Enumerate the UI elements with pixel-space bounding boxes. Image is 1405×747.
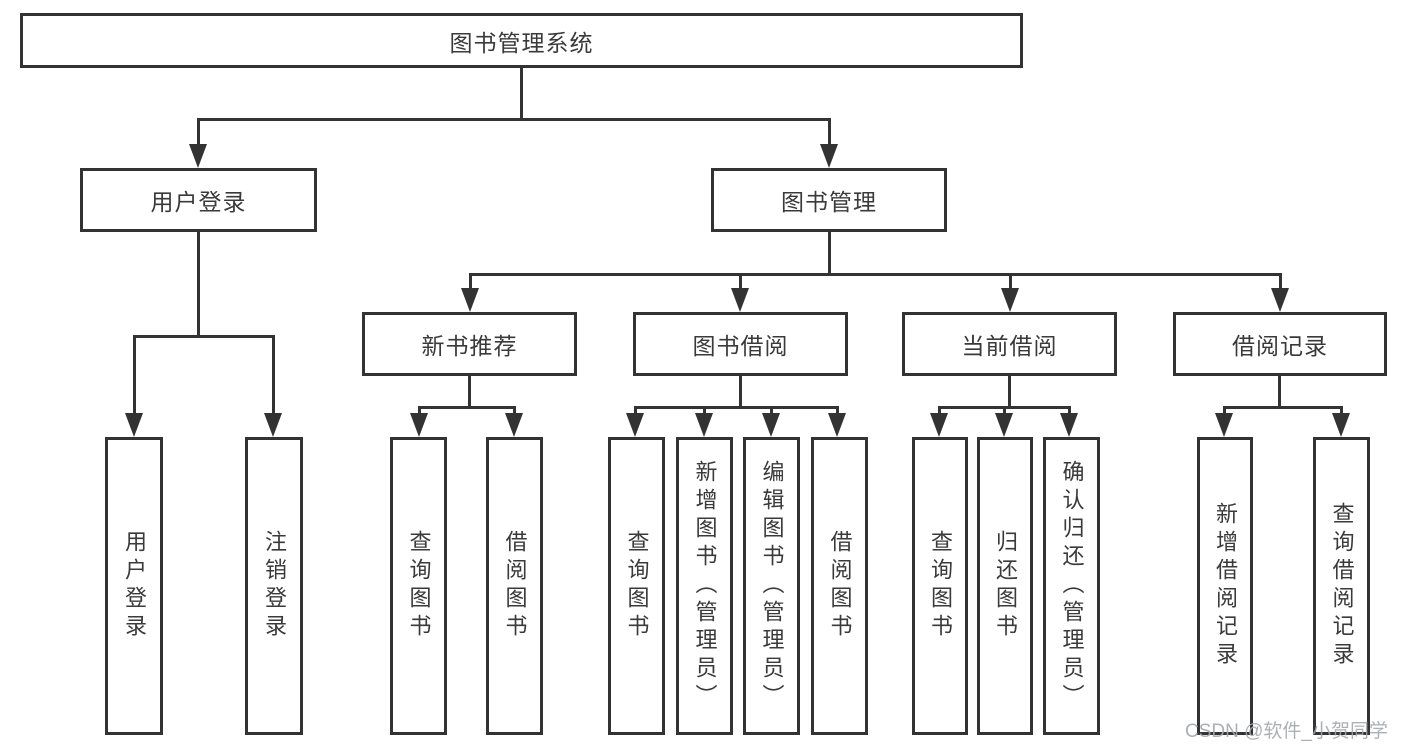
arrow-down [1215,413,1233,437]
connector-line [1223,406,1226,414]
connector-line [468,376,471,406]
leaf-label: 查询借阅记录 [1329,502,1355,670]
connector-line [1278,376,1281,406]
leaf-return-book: 归还图书 [977,437,1033,735]
connector-line [938,406,941,414]
leaf-add-book-admin: 新增图书（管理员） [676,437,733,735]
arrow-down [1271,288,1289,312]
connector-line [634,406,839,409]
arrow-down [995,413,1013,437]
connector-line [828,232,831,273]
arrow-down [410,413,428,437]
arrow-down [189,144,207,168]
leaf-query-book-3: 查询图书 [912,437,968,735]
arrow-down [264,413,282,437]
arrow-down [626,413,644,437]
connector-line [1340,406,1343,414]
connector-line [272,335,275,414]
connector-line [133,335,275,338]
connector-line [469,273,472,289]
node-book-management-label: 图书管理 [781,189,877,215]
connector-line [197,118,831,121]
leaf-label: 新增图书（管理员） [692,460,718,712]
arrow-down [930,413,948,437]
connector-line [133,335,136,414]
connector-line [836,406,839,414]
connector-line [418,406,421,414]
leaf-query-borrow-record: 查询借阅记录 [1313,437,1370,735]
connector-line [469,273,1281,276]
connector-line [1009,273,1012,289]
connector-line [828,118,831,145]
arrow-down [125,413,143,437]
leaf-edit-book-admin: 编辑图书（管理员） [743,437,800,735]
leaf-label: 查询图书 [928,530,953,642]
arrow-down [828,413,846,437]
connector-line [513,406,516,414]
node-book-borrow-label: 图书借阅 [692,333,789,359]
arrow-down [695,413,713,437]
connector-line [634,406,637,414]
node-user-login: 用户登录 [80,168,317,232]
leaf-query-book-2: 查询图书 [608,437,665,735]
leaf-label: 借阅图书 [827,530,853,642]
node-user-login-label: 用户登录 [150,189,247,215]
node-root-label: 图书管理系统 [449,29,594,56]
connector-line [703,406,706,414]
connector-line [770,406,773,414]
leaf-label: 新增借阅记录 [1213,502,1238,670]
leaf-borrow-book-2: 借阅图书 [811,437,868,735]
connector-line [197,118,200,145]
leaf-label: 归还图书 [993,530,1018,642]
leaf-confirm-return-admin: 确认归还（管理员） [1043,437,1100,735]
connector-line [1008,376,1011,406]
leaf-query-book-1: 查询图书 [390,437,447,735]
leaf-user-login: 用户登录 [105,437,163,735]
arrow-down [731,288,749,312]
csdn-watermark: CSDN @软件_小贺同学 [1185,721,1388,742]
arrow-down [505,413,523,437]
leaf-label: 借阅图书 [502,530,528,642]
leaf-logout: 注销登录 [245,437,303,735]
connector-line [418,406,516,409]
node-current-borrow: 当前借阅 [902,312,1117,376]
leaf-borrow-book-1: 借阅图书 [486,437,543,735]
connector-line [1003,406,1006,414]
connector-line [520,68,523,118]
node-book-borrow: 图书借阅 [633,312,848,376]
connector-line [1068,406,1071,414]
connector-line [197,232,200,335]
leaf-label: 编辑图书（管理员） [759,460,785,712]
connector-line [739,376,742,406]
arrow-down [820,144,838,168]
node-new-book-recommend-label: 新书推荐 [421,333,518,359]
arrow-down [1332,413,1350,437]
leaf-label: 用户登录 [122,530,147,642]
leaf-label: 确认归还（管理员） [1059,460,1085,712]
connector-line [1279,273,1282,289]
node-new-book-recommend: 新书推荐 [362,312,577,376]
leaf-label: 查询图书 [624,530,650,642]
connector-line [739,273,742,289]
node-book-management: 图书管理 [711,168,947,232]
arrow-down [762,413,780,437]
node-borrow-record: 借阅记录 [1173,312,1387,376]
node-root: 图书管理系统 [20,13,1023,68]
leaf-label: 注销登录 [262,530,287,642]
node-current-borrow-label: 当前借阅 [961,333,1058,359]
connector-line [1223,406,1343,409]
arrow-down [461,288,479,312]
leaf-label: 查询图书 [406,530,432,642]
leaf-add-borrow-record: 新增借阅记录 [1197,437,1253,735]
arrow-down [1060,413,1078,437]
arrow-down [1001,288,1019,312]
node-borrow-record-label: 借阅记录 [1232,333,1328,359]
